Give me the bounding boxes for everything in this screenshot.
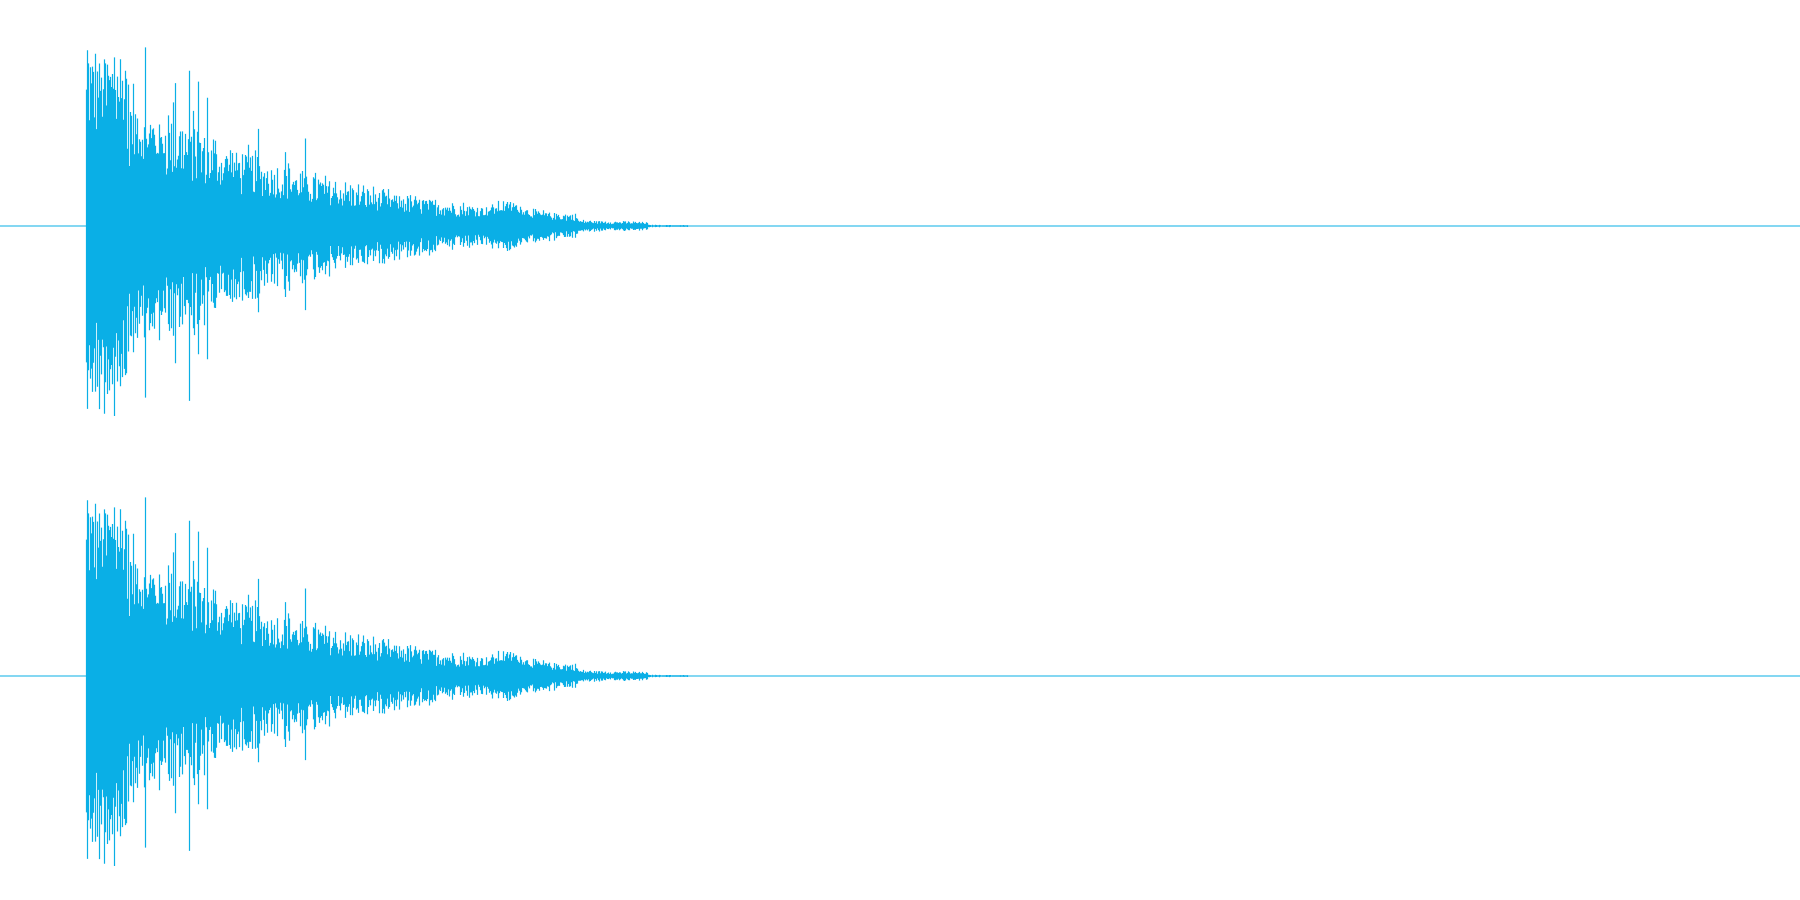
- channel-2-waveform: [0, 497, 1800, 866]
- channel-2-signal: [85, 497, 689, 866]
- channel-1-signal: [85, 47, 689, 416]
- channel-1-waveform: [0, 47, 1800, 416]
